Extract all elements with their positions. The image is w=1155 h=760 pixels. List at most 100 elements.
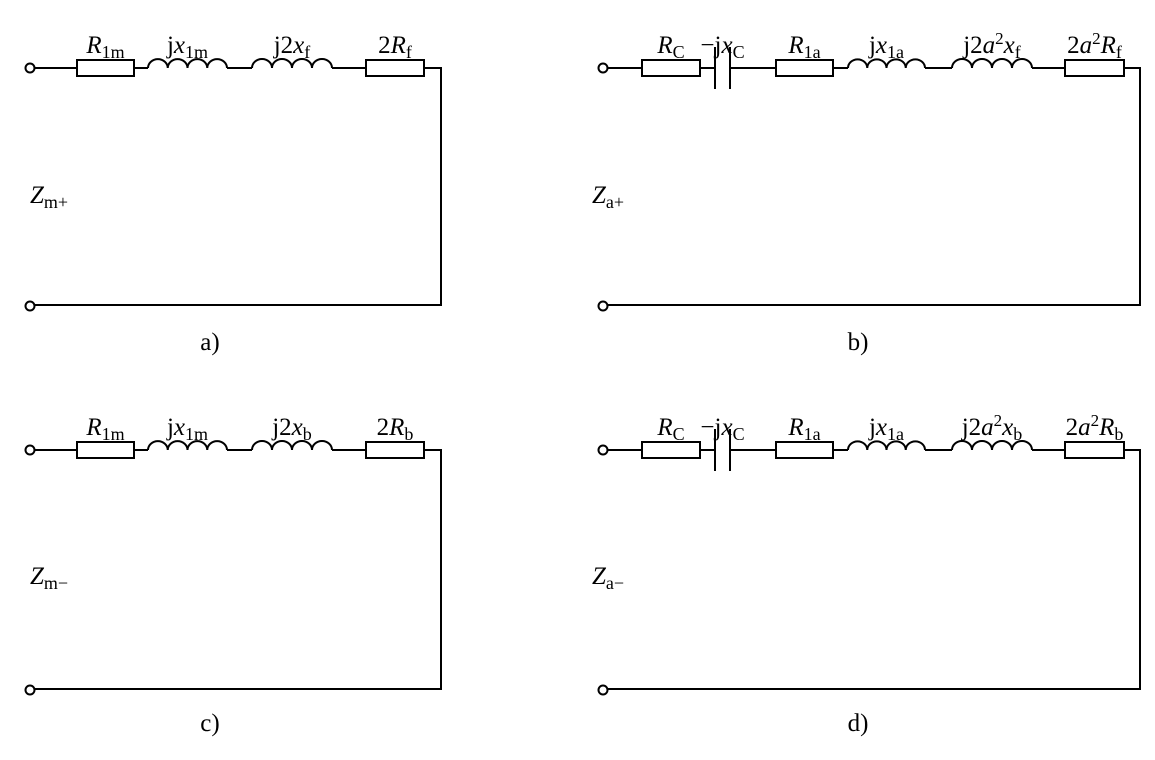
element-label-resistor: R1m — [85, 414, 124, 444]
label-part: j2 — [271, 414, 291, 441]
wire-return — [34, 449, 442, 690]
terminal-top — [597, 62, 609, 74]
label-part: a — [1080, 32, 1093, 59]
label-part: R — [85, 32, 101, 59]
element-label-resistor: 2a2Rf — [1067, 29, 1122, 62]
label-part: f — [304, 42, 310, 62]
label-part: C — [733, 42, 745, 62]
label-part: R — [656, 414, 672, 441]
label-part: x — [1001, 414, 1013, 441]
panel-b — [597, 47, 1141, 312]
label-part: b — [404, 424, 413, 444]
label-part: R — [388, 414, 404, 441]
resistor-symbol — [1064, 441, 1125, 459]
terminal-top — [24, 444, 36, 456]
label-part: j2 — [273, 32, 293, 59]
panel-a — [24, 58, 442, 312]
label-part: 1a — [887, 42, 904, 62]
wire-return — [34, 67, 442, 306]
panel-d — [597, 429, 1141, 696]
element-label-capacitor: −jxC — [700, 32, 744, 62]
resistor-symbol — [641, 441, 701, 459]
label-part: C — [733, 424, 745, 444]
element-label-inductor: j2xf — [273, 32, 311, 62]
label-part: R — [787, 32, 803, 59]
label-part: Z — [30, 182, 45, 209]
label-part: 2 — [377, 414, 390, 441]
label-part: j — [166, 32, 174, 59]
inductor-symbol — [951, 440, 1033, 451]
label-part: b — [1114, 424, 1123, 444]
label-part: m− — [44, 573, 68, 593]
label-part: j — [868, 32, 876, 59]
label-part: b — [303, 424, 312, 444]
label-part: 2 — [994, 411, 1003, 430]
label-part: x — [291, 414, 303, 441]
panel-caption: b) — [848, 329, 869, 356]
label-part: R — [1100, 32, 1116, 59]
impedance-label: Zm− — [30, 563, 68, 593]
label-part: R — [787, 414, 803, 441]
terminal-bottom — [597, 300, 609, 312]
terminal-bottom — [24, 300, 36, 312]
resistor-symbol — [641, 59, 701, 77]
label-part: −j — [700, 414, 721, 441]
inductor-symbol — [847, 58, 926, 69]
impedance-label: Za+ — [592, 182, 624, 212]
label-part: x — [292, 32, 304, 59]
label-part: j — [166, 414, 174, 441]
label-part: j2 — [962, 32, 982, 59]
label-part: j — [868, 414, 876, 441]
element-label-inductor: jx1a — [868, 32, 904, 62]
label-part: j2 — [961, 414, 981, 441]
label-part: 1a — [804, 42, 821, 62]
element-label-resistor: 2a2Rb — [1066, 411, 1124, 444]
resistor-symbol — [775, 59, 834, 77]
inductor-symbol — [147, 440, 228, 451]
label-part: a — [981, 414, 994, 441]
label-part: 2 — [1067, 32, 1080, 59]
element-label-inductor: jx1a — [868, 414, 904, 444]
resistor-symbol — [365, 441, 425, 459]
inductor-symbol — [251, 58, 333, 69]
element-label-resistor: R1a — [787, 414, 820, 444]
impedance-label: Za− — [592, 563, 624, 593]
impedance-label: Zm+ — [30, 182, 68, 212]
terminal-top — [24, 62, 36, 74]
label-part: x — [720, 414, 732, 441]
label-part: x — [173, 32, 185, 59]
element-label-resistor: RC — [656, 32, 684, 62]
label-part: 2 — [1091, 411, 1100, 430]
label-part: Z — [592, 182, 607, 209]
label-part: b — [1013, 424, 1022, 444]
label-part: R — [656, 32, 672, 59]
label-part: R — [85, 414, 101, 441]
label-part: 1a — [887, 424, 904, 444]
resistor-symbol — [76, 441, 135, 459]
label-part: a− — [606, 573, 624, 593]
label-part: R — [390, 32, 406, 59]
label-part: a — [1078, 414, 1091, 441]
label-part: f — [406, 42, 412, 62]
element-label-inductor: jx1m — [166, 414, 208, 444]
label-part: m+ — [44, 192, 68, 212]
label-part: C — [673, 42, 685, 62]
panel-caption: d) — [848, 710, 869, 737]
label-part: a+ — [606, 192, 624, 212]
panel-caption: c) — [200, 710, 219, 737]
label-part: R — [1098, 414, 1114, 441]
resistor-symbol — [775, 441, 834, 459]
inductor-symbol — [847, 440, 926, 451]
label-part: 1m — [102, 424, 125, 444]
label-part: 1a — [804, 424, 821, 444]
terminal-bottom — [24, 684, 36, 696]
element-label-capacitor: −jxC — [700, 414, 744, 444]
terminal-top — [597, 444, 609, 456]
label-part: x — [173, 414, 185, 441]
inductor-symbol — [147, 58, 228, 69]
element-label-inductor: j2a2xf — [962, 29, 1021, 62]
label-part: −j — [700, 32, 721, 59]
label-part: f — [1015, 42, 1021, 62]
element-label-resistor: R1m — [85, 32, 124, 62]
